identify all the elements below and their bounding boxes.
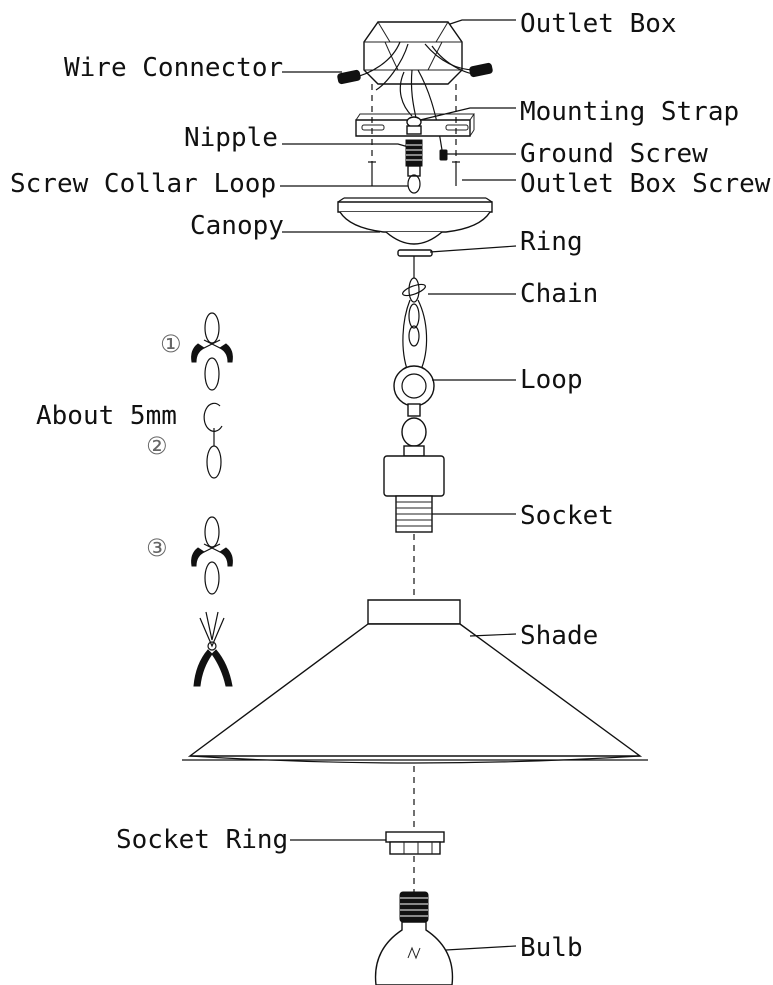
ring	[397, 249, 433, 257]
loop	[393, 365, 435, 457]
socket-ring	[385, 831, 445, 855]
step1-pliers-icon	[191, 312, 233, 391]
step1-number: ①	[160, 330, 182, 358]
label-bulb: Bulb	[520, 933, 583, 963]
bulb	[374, 891, 454, 985]
label-loop: Loop	[520, 365, 583, 395]
label-mounting-strap: Mounting Strap	[520, 97, 739, 127]
step3-number: ③	[146, 534, 168, 562]
label-socket-ring: Socket Ring	[116, 825, 288, 855]
label-wire-connector: Wire Connector	[64, 53, 283, 83]
wire-connector-right	[469, 62, 493, 78]
label-shade: Shade	[520, 621, 598, 651]
nipple	[405, 116, 423, 167]
socket	[383, 455, 445, 533]
pliers-icon	[193, 611, 233, 687]
outlet-box-screw-left	[368, 161, 376, 186]
label-screw-collar-loop: Screw Collar Loop	[10, 169, 276, 199]
label-ring: Ring	[520, 227, 583, 257]
wire-connector-left	[337, 69, 361, 85]
label-nipple: Nipple	[184, 123, 278, 153]
label-outlet-box: Outlet Box	[520, 9, 677, 39]
outlet-box	[363, 21, 463, 85]
label-chain: Chain	[520, 279, 598, 309]
alignment-dashes	[371, 84, 457, 162]
about-5mm-label: About 5mm	[36, 401, 177, 431]
label-ground-screw: Ground Screw	[520, 139, 708, 169]
wires	[351, 41, 481, 151]
step2-number: ②	[146, 432, 168, 460]
step2-chain-link-icon	[203, 402, 223, 479]
shade	[182, 599, 648, 764]
outlet-box-screw-right	[452, 161, 460, 186]
label-socket: Socket	[520, 501, 614, 531]
label-canopy: Canopy	[190, 211, 284, 241]
leader-lines	[280, 19, 517, 951]
label-outlet-box-screw: Outlet Box Screw	[520, 169, 771, 199]
ground-screw	[439, 149, 448, 161]
canopy	[337, 197, 493, 245]
screw-collar-loop	[407, 165, 421, 194]
step3-pliers-icon	[191, 516, 233, 595]
chain	[402, 256, 428, 373]
